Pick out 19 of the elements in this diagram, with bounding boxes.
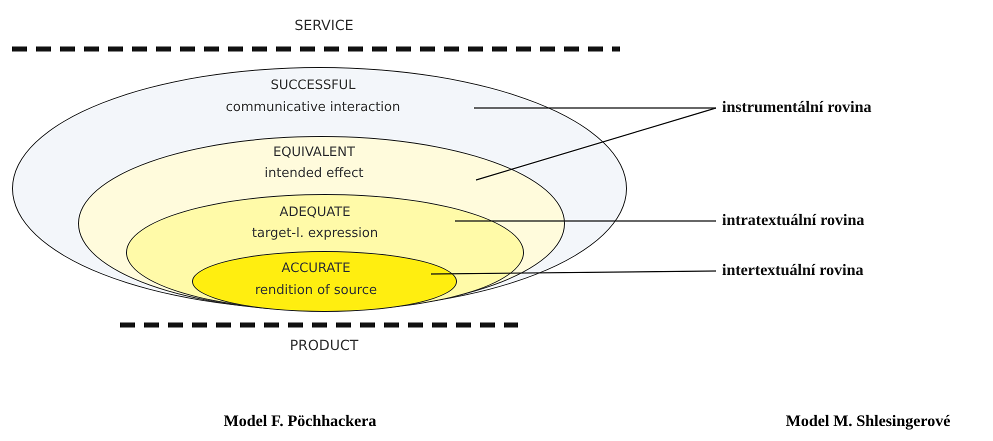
leader-line [455,220,716,222]
level-title: ADEQUATE [280,205,350,221]
model-caption: Model M. Shlesingerové [786,413,950,431]
level-description: target-l. expression [252,226,378,242]
leader-line [474,107,716,109]
level-label: intratextuální rovina [722,211,864,231]
level-title: EQUIVALENT [273,145,355,161]
leader-line [476,107,716,181]
pole-label: PRODUCT [290,338,358,354]
level-description: rendition of source [254,283,378,299]
pole-label: SERVICE [294,18,354,34]
level-label: instrumentální rovina [722,98,872,118]
level-title: SUCCESSFUL [270,78,356,94]
leader-line [431,270,716,275]
level-title: ACCURATE [282,261,350,277]
level-description: intended effect [264,166,364,182]
level-description: communicative interaction [226,100,400,116]
model-caption: Model F. Pöchhackera [224,413,376,431]
level-label: intertextuální rovina [722,261,864,281]
